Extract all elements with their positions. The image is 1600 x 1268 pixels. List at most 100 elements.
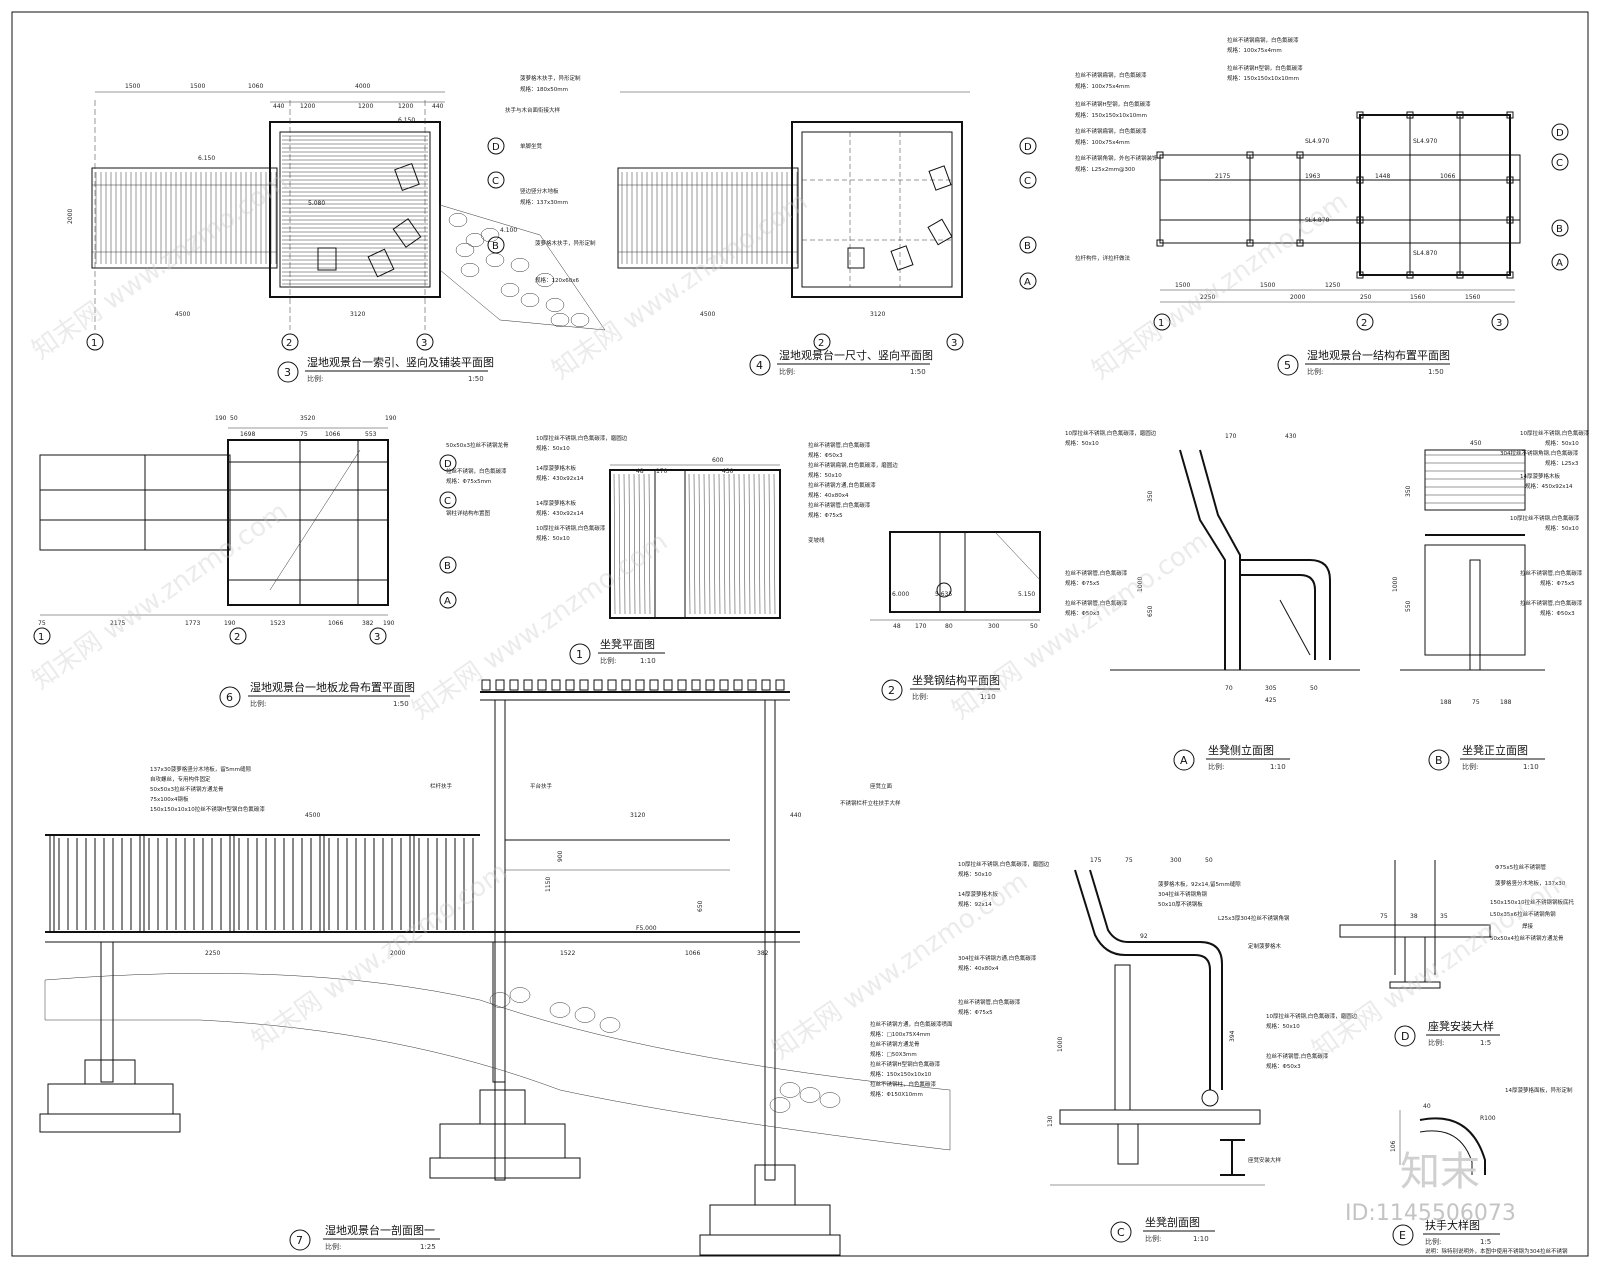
dim: 430 <box>1285 433 1297 440</box>
drawing-title: 座凳安装大样 <box>1428 1019 1494 1033</box>
drawing-title: 湿地观景台一尺寸、竖向平面图 <box>779 348 933 362</box>
note: 拉丝不锈钢管,白色氟碳漆 <box>1065 599 1128 607</box>
dim: 382 <box>362 620 374 627</box>
pergola-beam-end <box>509 679 519 691</box>
dim: 170 <box>915 623 927 630</box>
note: 规格：50x10 <box>536 444 570 452</box>
wood-grain <box>733 473 736 615</box>
drawing-title: 扶手大样图 <box>1425 1218 1480 1232</box>
grid-row-label: B <box>1556 224 1563 235</box>
note: 不锈钢栏杆立柱扶手大样 <box>840 799 901 807</box>
note: 10厚拉丝不锈钢,白色氟碳漆，磨圆边 <box>1065 429 1157 437</box>
path-stone <box>520 293 540 307</box>
rock <box>489 992 511 1008</box>
note: 规格：100x75x4mm <box>1075 138 1130 146</box>
steel-column <box>1356 176 1364 184</box>
dim: 75 <box>1380 913 1388 920</box>
dim: 1963 <box>1305 173 1320 180</box>
scale-label: 比例: <box>912 692 928 701</box>
steel-column <box>1246 151 1254 159</box>
dim: 1500 <box>1260 282 1275 289</box>
dim: 300 <box>1170 857 1182 864</box>
note: 拉丝不锈钢扁钢,白色氟碳漆，磨圆边 <box>808 461 898 469</box>
wood-grain <box>718 473 721 615</box>
dim: 2250 <box>205 950 220 957</box>
note: 规格：Φ75x5mm <box>446 477 491 485</box>
watermark-text: 知末网 www.znzmo.com <box>547 187 813 386</box>
note: 菠萝格木扶手，异形定制 <box>520 74 581 82</box>
note: 规格：50x10 <box>958 870 992 878</box>
note: 变坡线 <box>808 536 825 544</box>
sheet-border <box>11 11 1589 1257</box>
drawing-number: 2 <box>888 684 895 697</box>
dim: 48 <box>636 468 644 475</box>
dim: 1523 <box>270 620 285 627</box>
note: 规格：450x92x14 <box>1525 482 1573 490</box>
scale-value: 1:50 <box>468 375 484 383</box>
seat-install-detail-D: 75 38 35 Φ75x5拉丝不锈钢管 菠萝格竖分木地板，137x30 150… <box>1339 860 1575 1047</box>
level: 5.635 <box>935 591 952 598</box>
note: 10厚拉丝不锈钢,白色氟碳漆 <box>1520 429 1590 437</box>
level: SL4.870 <box>1413 250 1438 257</box>
note: 拉丝不锈钢扁钢，白色氟碳漆 <box>1075 127 1147 135</box>
wood-grain <box>773 473 776 615</box>
note: 14厚菠萝格木板 <box>1520 472 1560 480</box>
scale-label: 比例: <box>1462 762 1478 771</box>
dim: 50 <box>1310 685 1318 692</box>
steel-column <box>1506 271 1514 279</box>
steel-column <box>1156 151 1164 159</box>
dim: 1200 <box>358 103 373 110</box>
scale-label: 比例: <box>1428 1038 1444 1047</box>
dim: 394 <box>1229 1030 1236 1042</box>
grid-row-label: D <box>492 142 500 153</box>
path-stone <box>570 313 590 327</box>
drawing-title: 坐凳剖面图 <box>1145 1215 1200 1229</box>
note: 拉丝不锈钢管,白色氟碳漆 <box>1065 569 1128 577</box>
dim: 1522 <box>560 950 575 957</box>
note: 菠萝格木扶手，异形定制 <box>535 239 596 247</box>
dim: 80 <box>945 623 953 630</box>
grid-row-label: D <box>1024 142 1032 153</box>
path-stone <box>500 283 520 297</box>
rock <box>599 1017 621 1033</box>
note: 单脚坐凳 <box>520 142 543 150</box>
scale-value: 1:5 <box>1480 1039 1491 1047</box>
note: 规格：137x30mm <box>520 198 568 206</box>
note: 拉丝不锈钢管,白色氟碳漆 <box>1266 1052 1329 1060</box>
dim: 48 <box>893 623 901 630</box>
steel-column <box>1456 111 1464 119</box>
dim: R100 <box>1480 1115 1496 1122</box>
note: 规格：Φ75x5 <box>958 1008 993 1016</box>
dim: 1500 <box>125 83 140 90</box>
note: 规格：100x75x4mm <box>1227 46 1282 54</box>
dim: 440 <box>790 812 802 819</box>
note: 菠萝格木板，92x14,留5mm缝隙 <box>1158 880 1241 888</box>
drawing-title: 湿地观景台一地板龙骨布置平面图 <box>250 680 415 694</box>
dim: 1698 <box>240 431 255 438</box>
note: 栏杆扶手 <box>430 782 453 790</box>
pergola-beam-end <box>537 679 547 691</box>
note: 规格：L25x2mm@300 <box>1075 165 1136 173</box>
level: F5.000 <box>636 925 657 932</box>
note: 拉丝不锈钢角钢，外包不锈钢装饰 <box>1075 154 1158 162</box>
plan-4-dimension: 2 3 D C B A 4500 3120 4 湿地观景台一尺寸、竖向平面图 比… <box>617 91 1037 376</box>
watermark-id: ID:1145506073 <box>1345 1201 1516 1226</box>
dim: 1066 <box>328 620 343 627</box>
dim: 1000 <box>1057 1037 1064 1052</box>
grid-col-label: 3 <box>951 338 957 349</box>
drawing-number: 6 <box>226 691 233 704</box>
dim: 553 <box>365 431 377 438</box>
level: SL4.870 <box>1305 217 1330 224</box>
dim: 650 <box>1147 605 1154 617</box>
path-stone <box>455 243 475 257</box>
dim: 1200 <box>300 103 315 110</box>
note: 拉丝不锈钢管,白色氟碳漆 <box>1520 599 1583 607</box>
note: 说明：除特别说明外，本图中使用不锈钢为304拉丝不锈钢 <box>1425 1247 1568 1255</box>
note: 规格：430x92x14 <box>536 474 584 482</box>
handrail-detail-E: 40 R100 106 14厚菠萝格面板，异形定制 E 扶手大样图 比例: 1:… <box>1390 1086 1573 1255</box>
level: 5.150 <box>1018 591 1035 598</box>
grid-row-label: D <box>444 459 452 470</box>
dim: 3120 <box>630 812 645 819</box>
steel-column <box>1456 271 1464 279</box>
